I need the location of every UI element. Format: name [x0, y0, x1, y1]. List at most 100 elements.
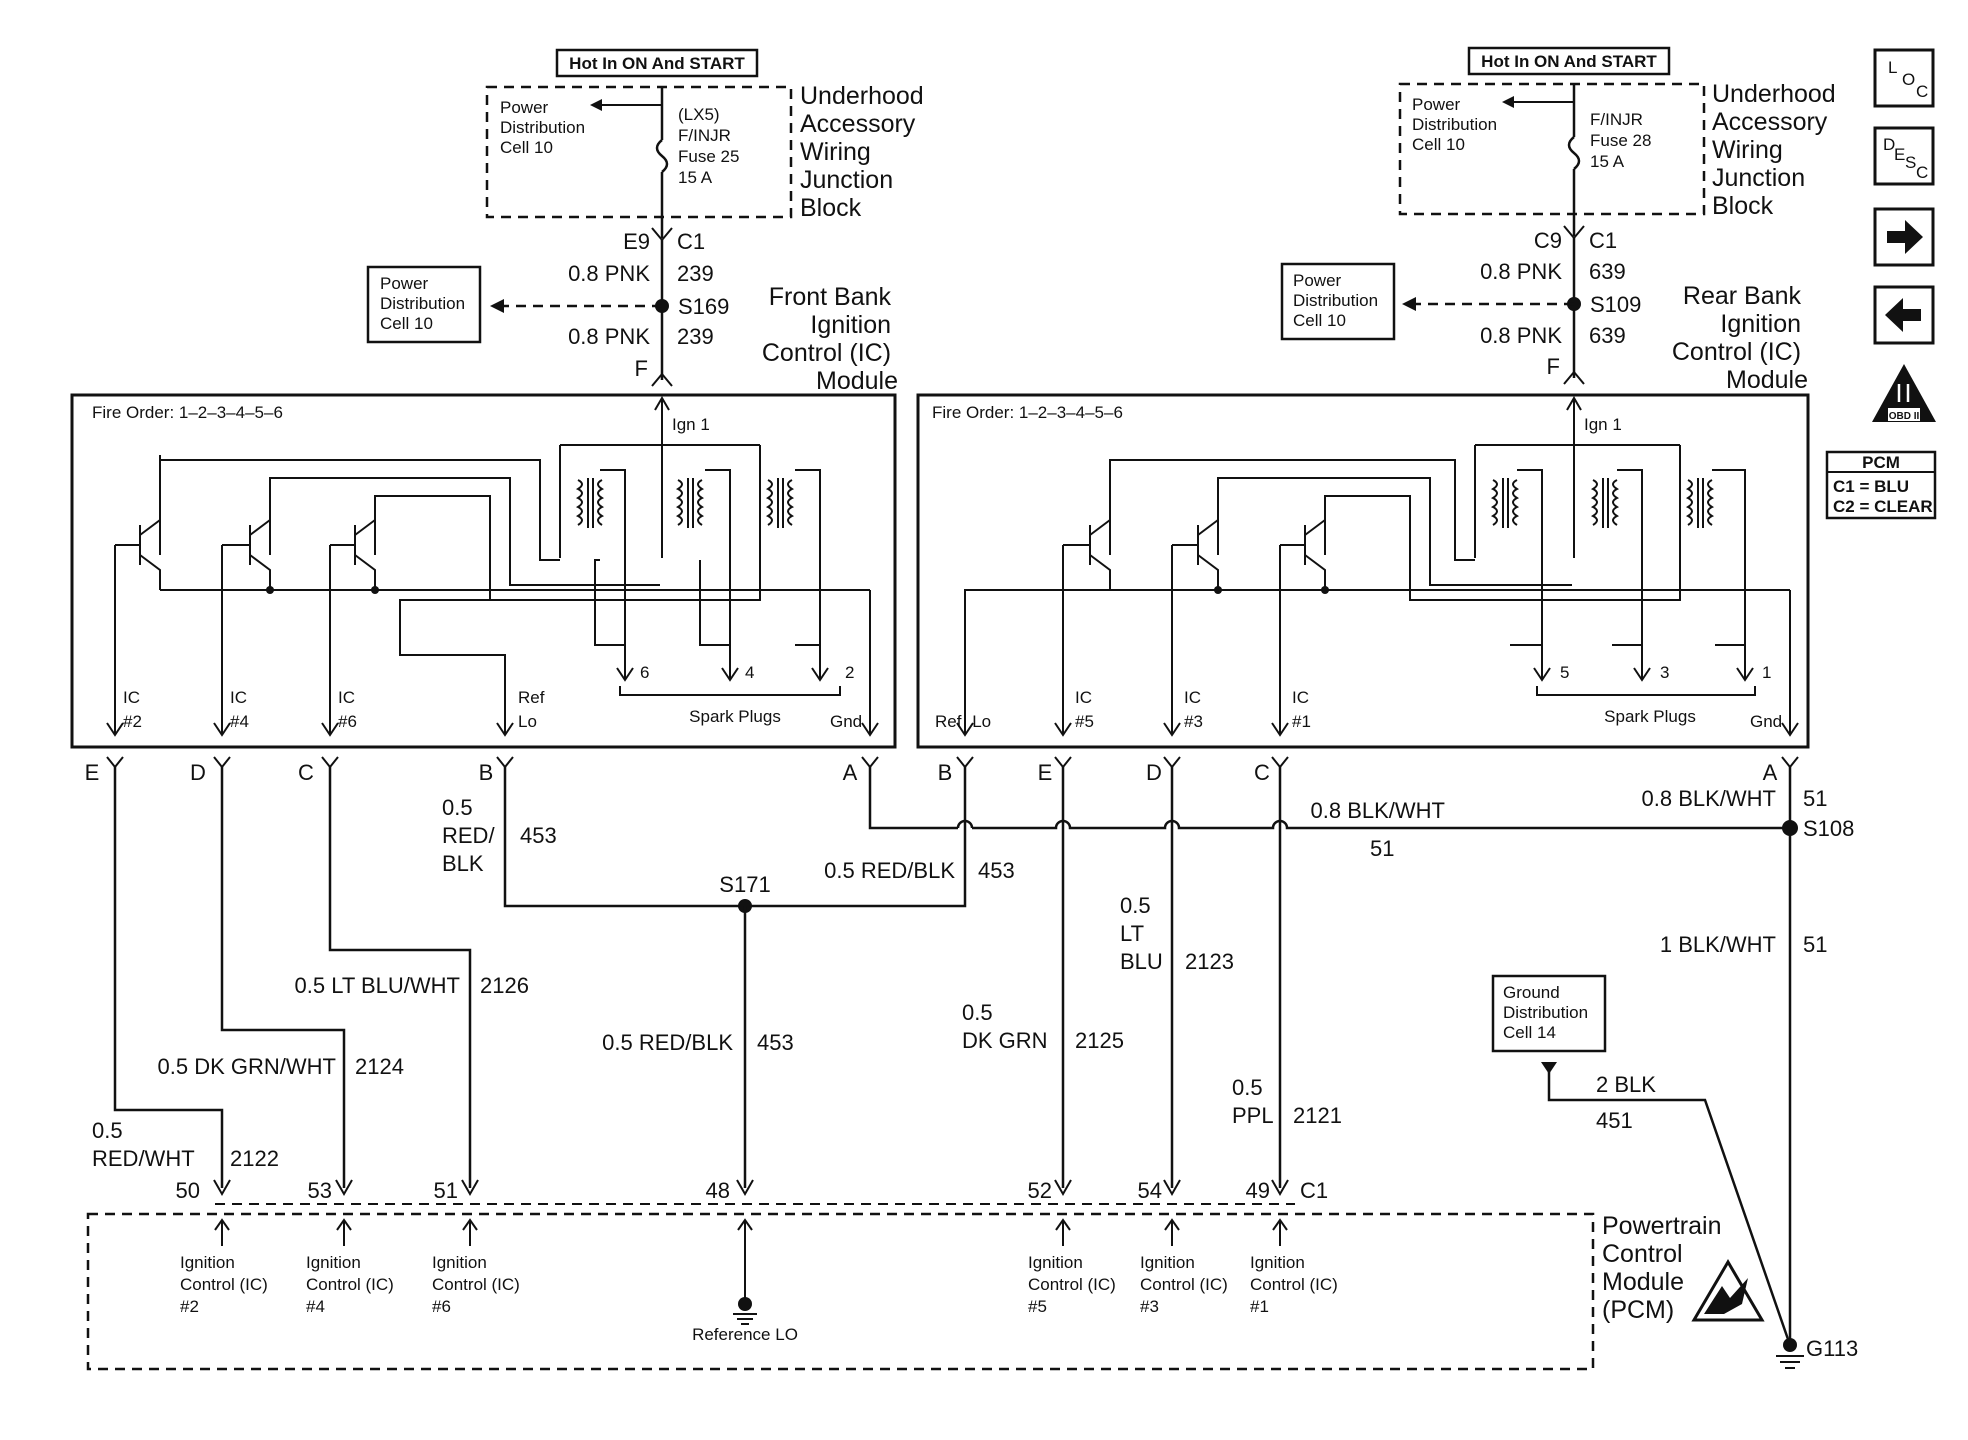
- ground-g113-label: G113: [1806, 1336, 1858, 1361]
- rear-pin-b: B: [938, 760, 953, 785]
- rear-pin-e: E: [1038, 760, 1053, 785]
- loc-letter-o: O: [1902, 70, 1915, 89]
- front-term-b-label: Ref Lo: [518, 688, 549, 731]
- rear-spark-plugs-label: Spark Plugs: [1604, 707, 1696, 726]
- front-pin-e: E: [85, 760, 100, 785]
- desc-letter-c: C: [1916, 163, 1928, 182]
- obd-button[interactable]: OBD II: [1872, 364, 1936, 422]
- pcm-connector-label: C1: [1300, 1178, 1328, 1203]
- wire-51-down-color: 1 BLK/WHT: [1660, 932, 1776, 957]
- front-pin-f: F: [635, 356, 648, 381]
- transistor-icon: [115, 455, 161, 590]
- rear-junction-block-label: Underhood Accessory Wiring Junction Bloc…: [1712, 80, 1843, 220]
- pcm-module: C1 Powertrain Control Module (PCM) 50 Ig…: [86, 1178, 1765, 1371]
- wire-453-front-circuit: 453: [520, 823, 557, 848]
- front-wire-top-color: 0.8 PNK: [568, 261, 650, 286]
- front-term-a-label: Gnd: [830, 712, 862, 731]
- rear-connector-pins: B E D C A: [938, 756, 1799, 785]
- rear-pin-a: A: [1763, 760, 1778, 785]
- loc-button[interactable]: L O C: [1873, 48, 1935, 108]
- pcm-label-ic5: Ignition Control (IC) #5: [1028, 1253, 1121, 1316]
- front-plug-4: 4: [745, 663, 754, 682]
- rear-module-label: Rear Bank Ignition Control (IC) Module: [1672, 282, 1808, 394]
- harness-wires: 0.5 RED/WHT 2122 0.5 DK GRN/WHT 2124 0.5…: [92, 767, 1858, 1369]
- rear-pin-c: C: [1254, 760, 1270, 785]
- desc-letter-d: D: [1883, 135, 1895, 154]
- rear-fuse-label: F/INJR Fuse 28 15 A: [1590, 110, 1656, 171]
- rear-term-c-label: IC #1: [1292, 688, 1314, 731]
- front-conn-e9: E9: [623, 229, 650, 254]
- rear-pin-f: F: [1547, 354, 1560, 379]
- rear-conn-c1: C1: [1589, 228, 1617, 253]
- rear-conn-c9: C9: [1534, 228, 1562, 253]
- pcm-pin-52: 52: [1028, 1178, 1052, 1203]
- rear-wire-top-color: 0.8 PNK: [1480, 259, 1562, 284]
- prev-button[interactable]: [1873, 285, 1935, 345]
- next-button[interactable]: [1873, 207, 1935, 267]
- pcm-pin-49: 49: [1246, 1178, 1270, 1203]
- wire-51-h-circuit: 51: [1370, 836, 1394, 861]
- pcm-pin-48: 48: [706, 1178, 730, 1203]
- ground-icon: [733, 1297, 757, 1325]
- front-module-label: Front Bank Ignition Control (IC) Module: [762, 283, 898, 395]
- wire-2123-color: 0.5 LT BLU: [1120, 893, 1163, 974]
- rear-wire-bottom-color: 0.8 PNK: [1480, 323, 1562, 348]
- front-pin-d: D: [190, 760, 206, 785]
- pcm-legend-c2: C2 = CLEAR: [1833, 497, 1933, 516]
- rear-plug-1: 1: [1762, 663, 1771, 682]
- front-ign-label: Ign 1: [672, 415, 710, 434]
- front-wire-bottom-color: 0.8 PNK: [568, 324, 650, 349]
- arrow-icon: [1402, 297, 1416, 311]
- wire-2125-color: 0.5 DK GRN: [962, 1000, 1048, 1053]
- front-term-e-label: IC #2: [123, 688, 145, 731]
- wire-451-circuit: 451: [1596, 1108, 1633, 1133]
- wire-451-color: 2 BLK: [1596, 1072, 1656, 1097]
- front-plug-6: 6: [640, 663, 649, 682]
- coil-icon: [1685, 478, 1715, 528]
- pcm-pin-50: 50: [176, 1178, 200, 1203]
- coil-icon: [1474, 445, 1520, 528]
- wire-2124-circuit: 2124: [355, 1054, 404, 1079]
- rear-term-a-label: Gnd: [1750, 712, 1782, 731]
- front-term-c-label: IC #6: [338, 688, 360, 731]
- rear-term-d-label: IC #3: [1184, 688, 1206, 731]
- arrow-icon: [1541, 1062, 1557, 1074]
- pcm-legend: PCM C1 = BLU C2 = CLEAR: [1825, 450, 1937, 520]
- transistor-icon: [222, 519, 271, 590]
- pcm-label-ic6: Ignition Control (IC) #6: [432, 1253, 525, 1316]
- rear-power-dist-label: Power Distribution Cell 10: [1412, 95, 1502, 154]
- front-pin-c: C: [298, 760, 314, 785]
- front-junction-block-label: Underhood Accessory Wiring Junction Bloc…: [800, 82, 931, 222]
- wire-2123-circuit: 2123: [1185, 949, 1234, 974]
- coil-icon: [559, 445, 605, 528]
- ground-icon: [1776, 1338, 1804, 1369]
- wire-2122-color: 0.5 RED/WHT: [92, 1118, 195, 1171]
- splice-s169-label: S169: [678, 294, 729, 319]
- coil-icon: [675, 478, 705, 528]
- coil-icon: [765, 478, 795, 528]
- wire-2126-color: 0.5 LT BLU/WHT: [295, 973, 460, 998]
- wire-2125-circuit: 2125: [1075, 1028, 1124, 1053]
- front-power-dist-label: Power Distribution Cell 10: [500, 98, 590, 157]
- pcm-pin-54: 54: [1138, 1178, 1162, 1203]
- transistor-icon: [1280, 519, 1326, 590]
- front-wire-bottom-circuit: 239: [677, 324, 714, 349]
- pcm-legend-title: PCM: [1862, 453, 1900, 472]
- rear-wire-top-circuit: 639: [1589, 259, 1626, 284]
- pcm-label-ic3: Ignition Control (IC) #3: [1140, 1253, 1233, 1316]
- pcm-label-ic4: Ignition Control (IC) #4: [306, 1253, 399, 1316]
- rear-wire-bottom-circuit: 639: [1589, 323, 1626, 348]
- front-power-dist-box-label: Power Distribution Cell 10: [380, 274, 470, 333]
- splice-s171-label: S171: [719, 872, 770, 897]
- rear-hot-label: Hot In ON And START: [1481, 52, 1657, 71]
- rear-plug-5: 5: [1560, 663, 1569, 682]
- rear-power-dist-box-label: Power Distribution Cell 10: [1293, 271, 1383, 330]
- coil-icon: [1590, 478, 1620, 528]
- obd-triangle-icon: [1872, 364, 1936, 422]
- front-bank-supply: Hot In ON And START Power Distribution C…: [366, 48, 931, 395]
- loc-letter-l: L: [1888, 58, 1897, 77]
- wire-2122-circuit: 2122: [230, 1146, 279, 1171]
- splice-s108: [1782, 820, 1798, 836]
- desc-button[interactable]: D E S C: [1873, 126, 1935, 186]
- front-connector-pins: E D C B A: [85, 756, 879, 785]
